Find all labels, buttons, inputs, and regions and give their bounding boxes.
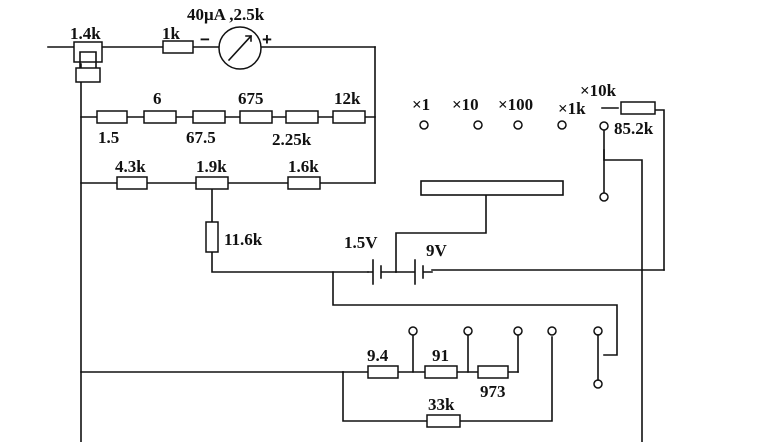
r-9p4-label: 9.4: [367, 346, 389, 365]
r-11p6k-label: 11.6k: [224, 230, 263, 249]
r-4p3k-label: 4.3k: [115, 157, 146, 176]
terminal-x10-lower: [463, 326, 473, 336]
meter-minus-label: −: [200, 30, 210, 49]
resistor-33k-icon: [426, 414, 461, 428]
r-33k-label: 33k: [428, 395, 455, 414]
r-973-label: 973: [480, 382, 506, 401]
resistor-labels: 1k 6 675 12k 1.5 67.5 2.25k 4.3k 1.9k 1.…: [98, 24, 654, 414]
resistor-9p4-icon: [367, 365, 399, 379]
range-switch: ×1 ×10 ×100 ×1k ×10k: [408, 81, 617, 389]
galvanometer: 40μA ,2.5k − +: [187, 5, 272, 70]
terminal-common-lower: [593, 379, 603, 389]
wire-1p9k-tap: [211, 182, 369, 273]
battery-1p5v-icon: [367, 259, 397, 285]
wire-wiper-feed: [395, 194, 487, 273]
terminal-x10k-contact: [599, 192, 609, 202]
r-12k-label: 12k: [334, 89, 361, 108]
terminal-x1-lower: [408, 326, 418, 336]
battery-9v-icon: [395, 259, 433, 285]
meter-plus-label: +: [262, 30, 272, 49]
resistors: [96, 40, 656, 428]
r-85p2k-label: 85.2k: [614, 119, 654, 138]
r-1k-label: 1k: [162, 24, 181, 43]
resistor-2p25k-icon: [285, 110, 319, 124]
range-x10k-label: ×10k: [580, 81, 617, 100]
battery-1p5v-label: 1.5V: [344, 233, 378, 252]
wire-switch-branch: [603, 127, 643, 442]
wire-battery-return: [332, 271, 618, 356]
r-1p6k-label: 1.6k: [288, 157, 319, 176]
batteries: 1.5V 9V: [344, 233, 448, 285]
range-x1k-label: ×1k: [558, 99, 586, 118]
r-91-label: 91: [432, 346, 449, 365]
potentiometer-wiper-icon: [79, 51, 97, 69]
terminal-x1k-lower: [547, 326, 557, 336]
terminal-x100-upper: [513, 120, 523, 130]
terminal-x10-upper: [473, 120, 483, 130]
resistor-1p6k-icon: [287, 176, 321, 190]
battery-9v-label: 9V: [426, 241, 448, 260]
range-x10-label: ×10: [452, 95, 479, 114]
resistor-1p5-icon: [96, 110, 128, 124]
resistor-91-icon: [424, 365, 458, 379]
range-x1-label: ×1: [412, 95, 430, 114]
r-67p5-label: 67.5: [186, 128, 216, 147]
terminal-x100-lower: [513, 326, 523, 336]
resistor-1p9k-icon: [195, 176, 229, 190]
resistor-6-icon: [143, 110, 177, 124]
meter-spec-label: 40μA ,2.5k: [187, 5, 265, 24]
potentiometer-body-icon: [75, 67, 101, 83]
wiring: [47, 46, 665, 442]
r-1p5-label: 1.5: [98, 128, 119, 147]
resistor-4p3k-icon: [116, 176, 148, 190]
r-1p9k-label: 1.9k: [196, 157, 227, 176]
resistor-67p5-icon: [192, 110, 226, 124]
resistor-973-icon: [477, 365, 509, 379]
range-x100-label: ×100: [498, 95, 533, 114]
galvanometer-needle: [227, 34, 253, 62]
adjust-potentiometer: 1.4k: [70, 24, 103, 83]
r-adjust-label: 1.4k: [70, 24, 101, 43]
r-675-label: 675: [238, 89, 264, 108]
resistor-85p2k-icon: [620, 101, 656, 115]
terminal-x10k-upper: [599, 121, 609, 131]
resistor-675-icon: [239, 110, 273, 124]
r-6-label: 6: [153, 89, 162, 108]
switch-wiper-bar: [420, 180, 564, 196]
wire-33k: [342, 336, 553, 422]
terminal-x10k-lower: [593, 326, 603, 336]
resistor-1k-icon: [162, 40, 194, 54]
r-2p25k-label: 2.25k: [272, 130, 312, 149]
terminal-x1k-upper: [557, 120, 567, 130]
galvanometer-arrowhead: [245, 35, 252, 42]
resistor-11p6k-icon: [205, 221, 219, 253]
resistor-12k-icon: [332, 110, 366, 124]
terminal-x1-upper: [419, 120, 429, 130]
wire-taps: [412, 333, 519, 373]
wire-right-outer: [654, 109, 665, 271]
